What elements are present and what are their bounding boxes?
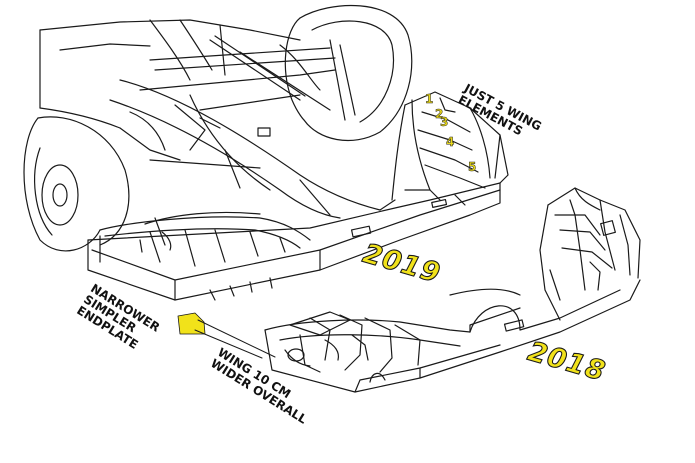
annotation-pointers (177, 312, 276, 359)
left-front-tyre (23, 116, 130, 252)
element-number-2: 2 (435, 107, 443, 121)
element-number-1: 1 (425, 92, 433, 106)
element-number-4: 4 (446, 135, 454, 149)
car-body (39, 19, 396, 219)
wing-2019 (87, 91, 509, 301)
front-tyre (284, 4, 413, 142)
element-number-3: 3 (440, 115, 448, 129)
wing-2018 (264, 187, 641, 393)
element-numbers: 1 2 3 4 5 (425, 92, 477, 175)
element-number-5: 5 (468, 160, 476, 174)
